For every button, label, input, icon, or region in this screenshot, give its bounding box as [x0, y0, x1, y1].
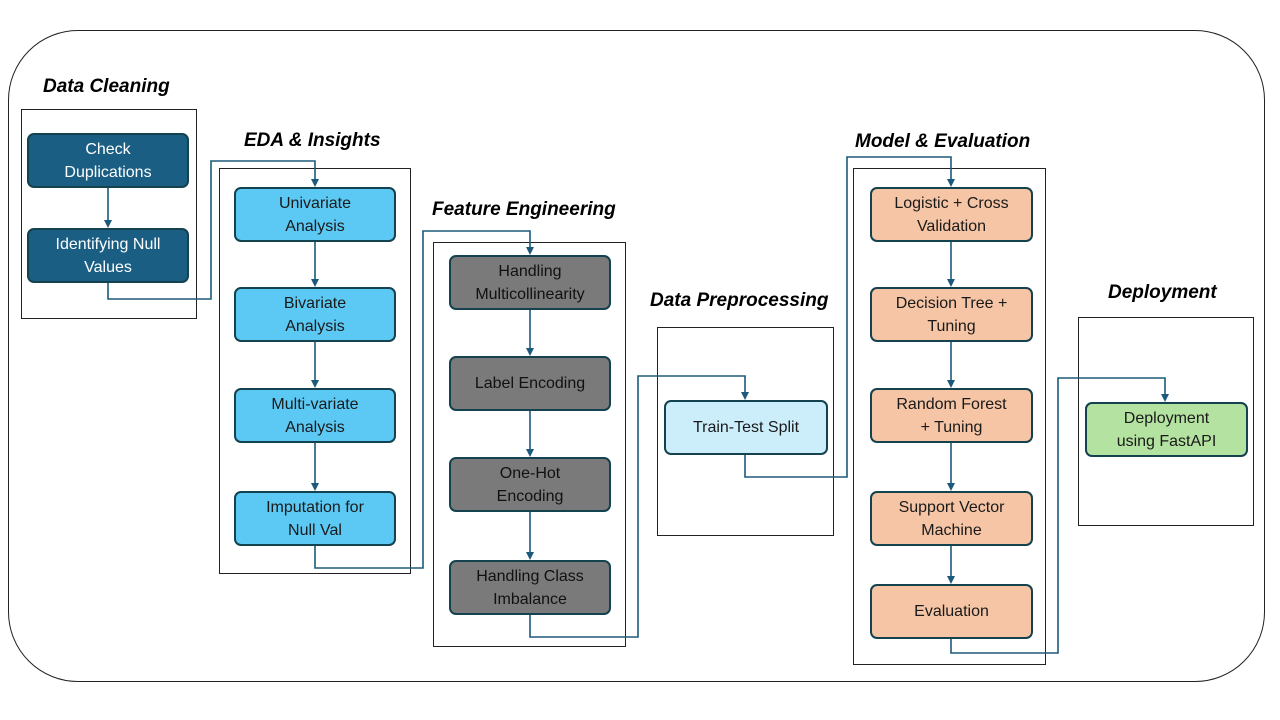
step-bivariate-analysis: Bivariate Analysis	[234, 287, 396, 342]
step-univariate-analysis: Univariate Analysis	[234, 187, 396, 242]
step-imputation-null: Imputation for Null Val	[234, 491, 396, 546]
step-logistic-cv: Logistic + Cross Validation	[870, 187, 1033, 242]
stage-title-model-evaluation: Model & Evaluation	[855, 131, 1031, 152]
step-handling-multicollinearity: Handling Multicollinearity	[449, 255, 611, 310]
stage-deployment	[1078, 317, 1254, 526]
arrow-pre-to-model	[744, 156, 955, 478]
stage-data-cleaning	[21, 109, 197, 319]
outer-frame	[8, 30, 1265, 682]
arrow-model-to-deploy	[950, 377, 1169, 654]
step-label-encoding: Label Encoding	[449, 356, 611, 411]
arrow-eda-to-fe	[314, 230, 534, 569]
arrow-dc-to-eda	[107, 160, 319, 300]
stage-model-evaluation	[853, 168, 1046, 665]
step-random-forest: Random Forest + Tuning	[870, 388, 1033, 443]
step-decision-tree: Decision Tree + Tuning	[870, 287, 1033, 342]
step-deployment-fastapi: Deployment using FastAPI	[1085, 402, 1248, 457]
stage-data-preprocessing	[657, 327, 834, 536]
arrow-fe-to-pre	[529, 375, 749, 638]
step-one-hot-encoding: One-Hot Encoding	[449, 457, 611, 512]
step-train-test-split: Train-Test Split	[664, 400, 828, 455]
stage-title-data-preprocessing: Data Preprocessing	[650, 290, 829, 311]
step-multivariate-analysis: Multi-variate Analysis	[234, 388, 396, 443]
stage-title-deployment: Deployment	[1108, 282, 1217, 303]
step-svm: Support Vector Machine	[870, 491, 1033, 546]
step-identifying-null-values: Identifying Null Values	[27, 228, 189, 283]
stage-title-eda: EDA & Insights	[244, 130, 381, 151]
step-check-duplications: Check Duplications	[27, 133, 189, 188]
stage-title-data-cleaning: Data Cleaning	[43, 76, 170, 97]
stage-title-feature-engineering: Feature Engineering	[432, 199, 616, 220]
step-class-imbalance: Handling Class Imbalance	[449, 560, 611, 615]
step-evaluation: Evaluation	[870, 584, 1033, 639]
